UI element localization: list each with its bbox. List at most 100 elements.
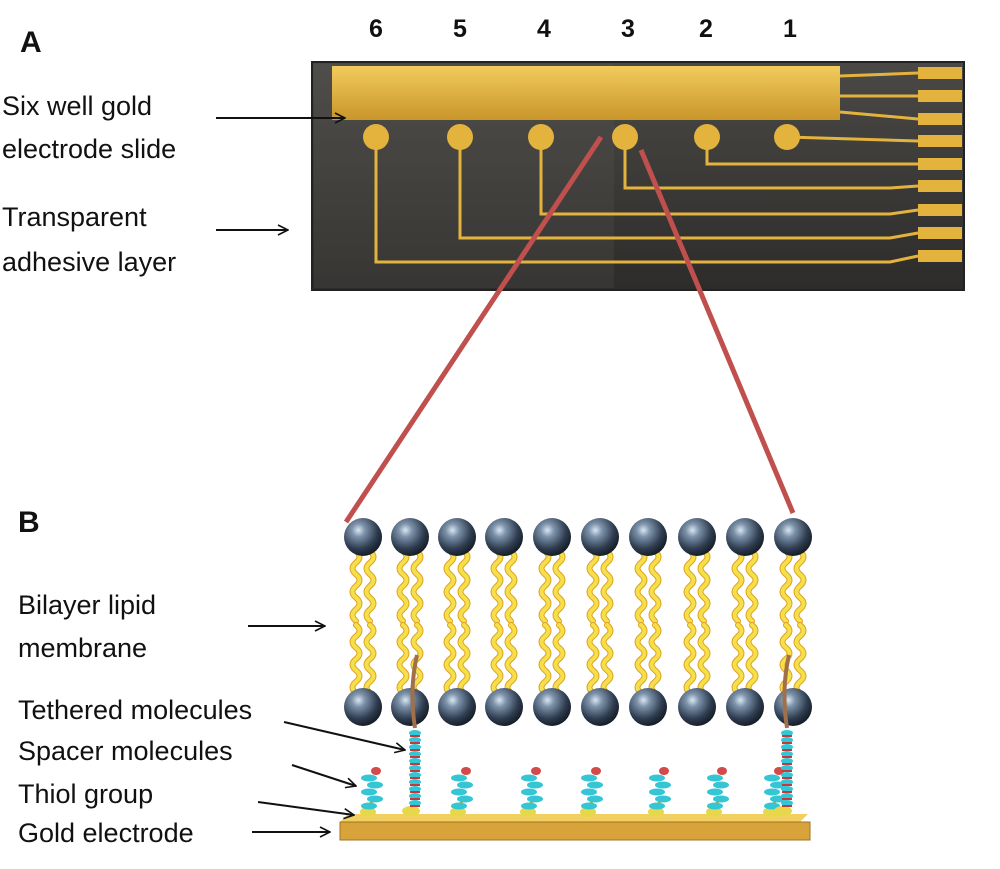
lipid-tail-lower-core bbox=[601, 623, 613, 695]
tether-link bbox=[782, 791, 792, 793]
arrow-spacer bbox=[291, 764, 356, 786]
spacer-segment bbox=[451, 802, 467, 810]
lipid-head-upper bbox=[678, 518, 716, 556]
well-1 bbox=[774, 124, 800, 150]
bilayer-membrane bbox=[344, 518, 812, 726]
trace-well-4 bbox=[539, 137, 919, 216]
spacer-segment bbox=[655, 795, 671, 803]
trace-well-2 bbox=[705, 137, 918, 166]
lipid-tail-lower-core bbox=[649, 623, 661, 695]
thiol-group bbox=[774, 806, 792, 816]
tether-segment bbox=[409, 758, 421, 764]
electrode-wells bbox=[363, 124, 800, 150]
lipid-head-upper bbox=[533, 518, 571, 556]
lipid-tail-lower-core bbox=[491, 623, 503, 695]
lipid-tail-upper-core bbox=[444, 549, 456, 623]
tether-segment bbox=[781, 765, 793, 771]
tether-segment bbox=[409, 786, 421, 792]
tether-link bbox=[410, 749, 420, 751]
trace-well-3 bbox=[623, 137, 919, 190]
spacer-headgroup bbox=[531, 767, 541, 775]
lipid-tail-lower-core bbox=[698, 623, 710, 695]
lipid-tail-lower-core bbox=[732, 623, 744, 695]
spacer-segment bbox=[361, 774, 377, 782]
tether-anchor-lipid bbox=[410, 654, 419, 729]
electrode-traces bbox=[374, 71, 919, 264]
spacer-segment bbox=[521, 802, 537, 810]
tether-link bbox=[782, 798, 792, 800]
spacer-segment bbox=[451, 774, 467, 782]
lipid-tail-upper-core bbox=[649, 549, 661, 623]
spacer-segment bbox=[707, 802, 723, 810]
lipid-head-lower bbox=[581, 688, 619, 726]
gold-electrode-bar bbox=[339, 814, 811, 841]
lipid-tail-lower-core bbox=[444, 623, 456, 695]
spacer-segment bbox=[521, 774, 537, 782]
lipid-tail-upper-core bbox=[635, 549, 647, 623]
spacer-molecules bbox=[360, 767, 786, 817]
tether-link bbox=[782, 770, 792, 772]
spacer-headgroup bbox=[461, 767, 471, 775]
lipid-tail-lower-core bbox=[553, 623, 565, 695]
tether-link bbox=[410, 770, 420, 772]
tether-segment bbox=[409, 765, 421, 771]
lipid-head-upper bbox=[485, 518, 523, 556]
lipid-head-upper bbox=[726, 518, 764, 556]
tether-segment bbox=[409, 793, 421, 799]
tether-link bbox=[410, 791, 420, 793]
lipid-head-lower bbox=[726, 688, 764, 726]
lipid-head-lower bbox=[629, 688, 667, 726]
tether-link bbox=[782, 805, 792, 807]
spacer-segment bbox=[361, 802, 377, 810]
lipid-head-lower bbox=[678, 688, 716, 726]
contact-pad-8 bbox=[918, 227, 962, 239]
spacer-segment bbox=[764, 774, 780, 782]
tether-segment bbox=[781, 772, 793, 778]
lipid-head-upper bbox=[581, 518, 619, 556]
lipid-tail-upper-core bbox=[587, 549, 599, 623]
spacer-segment bbox=[707, 774, 723, 782]
spacer-segment bbox=[581, 774, 597, 782]
tether-link bbox=[410, 777, 420, 779]
panel-label-a: A bbox=[20, 26, 42, 59]
well-4 bbox=[528, 124, 554, 150]
lipid-tail-upper-core bbox=[491, 549, 503, 623]
lipid-tail-upper-core bbox=[601, 549, 613, 623]
lipid-head-upper bbox=[629, 518, 667, 556]
contact-pad-3 bbox=[918, 113, 962, 125]
lipid-tail-upper-core bbox=[411, 549, 423, 623]
lipid-tail-lower-core bbox=[397, 623, 409, 695]
tether-link bbox=[410, 735, 420, 737]
trace-well-5 bbox=[458, 137, 919, 240]
thiol-group bbox=[402, 806, 420, 816]
tether-link bbox=[782, 735, 792, 737]
tether-segment bbox=[409, 800, 421, 806]
spacer-segment bbox=[451, 788, 467, 796]
lipid-tail-upper-core bbox=[364, 549, 376, 623]
label-adhesive-line1: Transparent bbox=[2, 202, 147, 232]
spacer-headgroup bbox=[717, 767, 727, 775]
label-tethered: Tethered molecules bbox=[18, 695, 252, 725]
lipid-tail-lower-core bbox=[350, 623, 362, 695]
tether-link bbox=[410, 763, 420, 765]
spacer-segment bbox=[457, 795, 473, 803]
contact-pad-4 bbox=[918, 135, 962, 147]
spacer-segment bbox=[764, 788, 780, 796]
well-number-4: 4 bbox=[537, 15, 551, 43]
tether-segment bbox=[781, 779, 793, 785]
contact-pad-7 bbox=[918, 204, 962, 216]
tether-segment bbox=[409, 737, 421, 743]
lipid-tail-upper-core bbox=[458, 549, 470, 623]
lipid-tail-upper-core bbox=[505, 549, 517, 623]
spacer-segment bbox=[581, 802, 597, 810]
tether-segment bbox=[781, 751, 793, 757]
well-6 bbox=[363, 124, 389, 150]
contact-pad-2 bbox=[918, 90, 962, 102]
tether-segment bbox=[781, 737, 793, 743]
label-slide-line2: electrode slide bbox=[2, 134, 176, 164]
spacer-segment bbox=[587, 795, 603, 803]
tether-link bbox=[410, 798, 420, 800]
zoom-line-left bbox=[343, 135, 604, 524]
